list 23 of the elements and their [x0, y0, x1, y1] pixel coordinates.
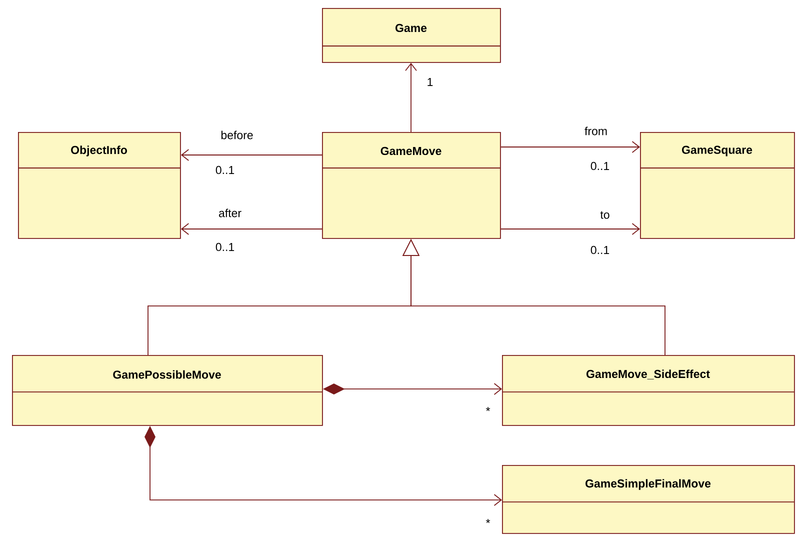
multiplicity-label: 0..1	[216, 242, 234, 252]
class-box: GameMove	[322, 132, 501, 239]
class-box: GameSquare	[640, 132, 795, 239]
class-box: ObjectInfo	[18, 132, 181, 239]
multiplicity-label: 0..1	[590, 246, 610, 254]
edge-label: after	[218, 208, 242, 218]
class-box: GameSimpleFinalMove	[502, 464, 795, 534]
arrow	[500, 223, 640, 235]
multiplicity-label: 0..1	[216, 166, 234, 174]
class-box: Game	[322, 8, 501, 63]
multiplicity-label: 0..1	[590, 162, 610, 170]
multiplicity-label: *	[486, 519, 490, 524]
edge-label: before	[221, 130, 253, 140]
edge-label: to	[600, 211, 610, 219]
multiplicity-label: *	[486, 407, 490, 412]
class-box: GameMove_SideEffect	[502, 354, 795, 426]
arrow	[405, 62, 417, 132]
arrow	[500, 141, 640, 153]
arrow	[180, 223, 322, 235]
class-box: GamePossibleMove	[12, 354, 323, 426]
multiplicity-label: 1	[428, 78, 433, 86]
arrow	[180, 149, 322, 161]
edge-label: from	[584, 126, 607, 136]
